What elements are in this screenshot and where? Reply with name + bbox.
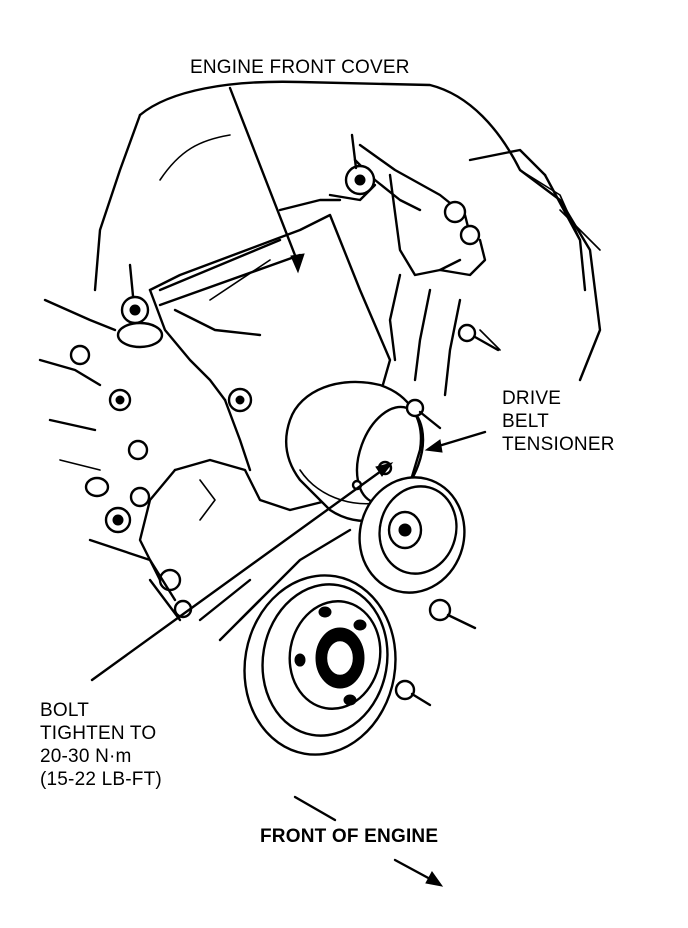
bracket-bolts [116,133,500,352]
front-of-engine-arrow [293,795,444,887]
drive-belt-tensioner-label-line1: DRIVE [502,388,562,409]
crankshaft-damper [198,528,397,756]
drive-belt-tensioner-label-line3: TENSIONER [502,434,615,455]
engine-front-cover-label: ENGINE FRONT COVER [190,57,410,78]
bolt-label-line4: (15-22 LB-FT) [40,769,162,790]
upper-bracket [158,143,501,397]
left-side-bolts [38,298,253,622]
bolt-label-line3: 20-30 N·m [40,746,132,767]
drive-belt-tensioner-label-line2: BELT [502,411,549,432]
leader-lines [90,86,487,682]
lower-right-bolts [173,598,477,707]
bolt-label-line1: BOLT [40,700,90,721]
bolt-label-line2: TIGHTEN TO [40,723,157,744]
engine-block-outline [93,80,602,382]
front-of-engine-label: FRONT OF ENGINE [260,826,439,847]
tensioner-pulley [358,476,466,594]
